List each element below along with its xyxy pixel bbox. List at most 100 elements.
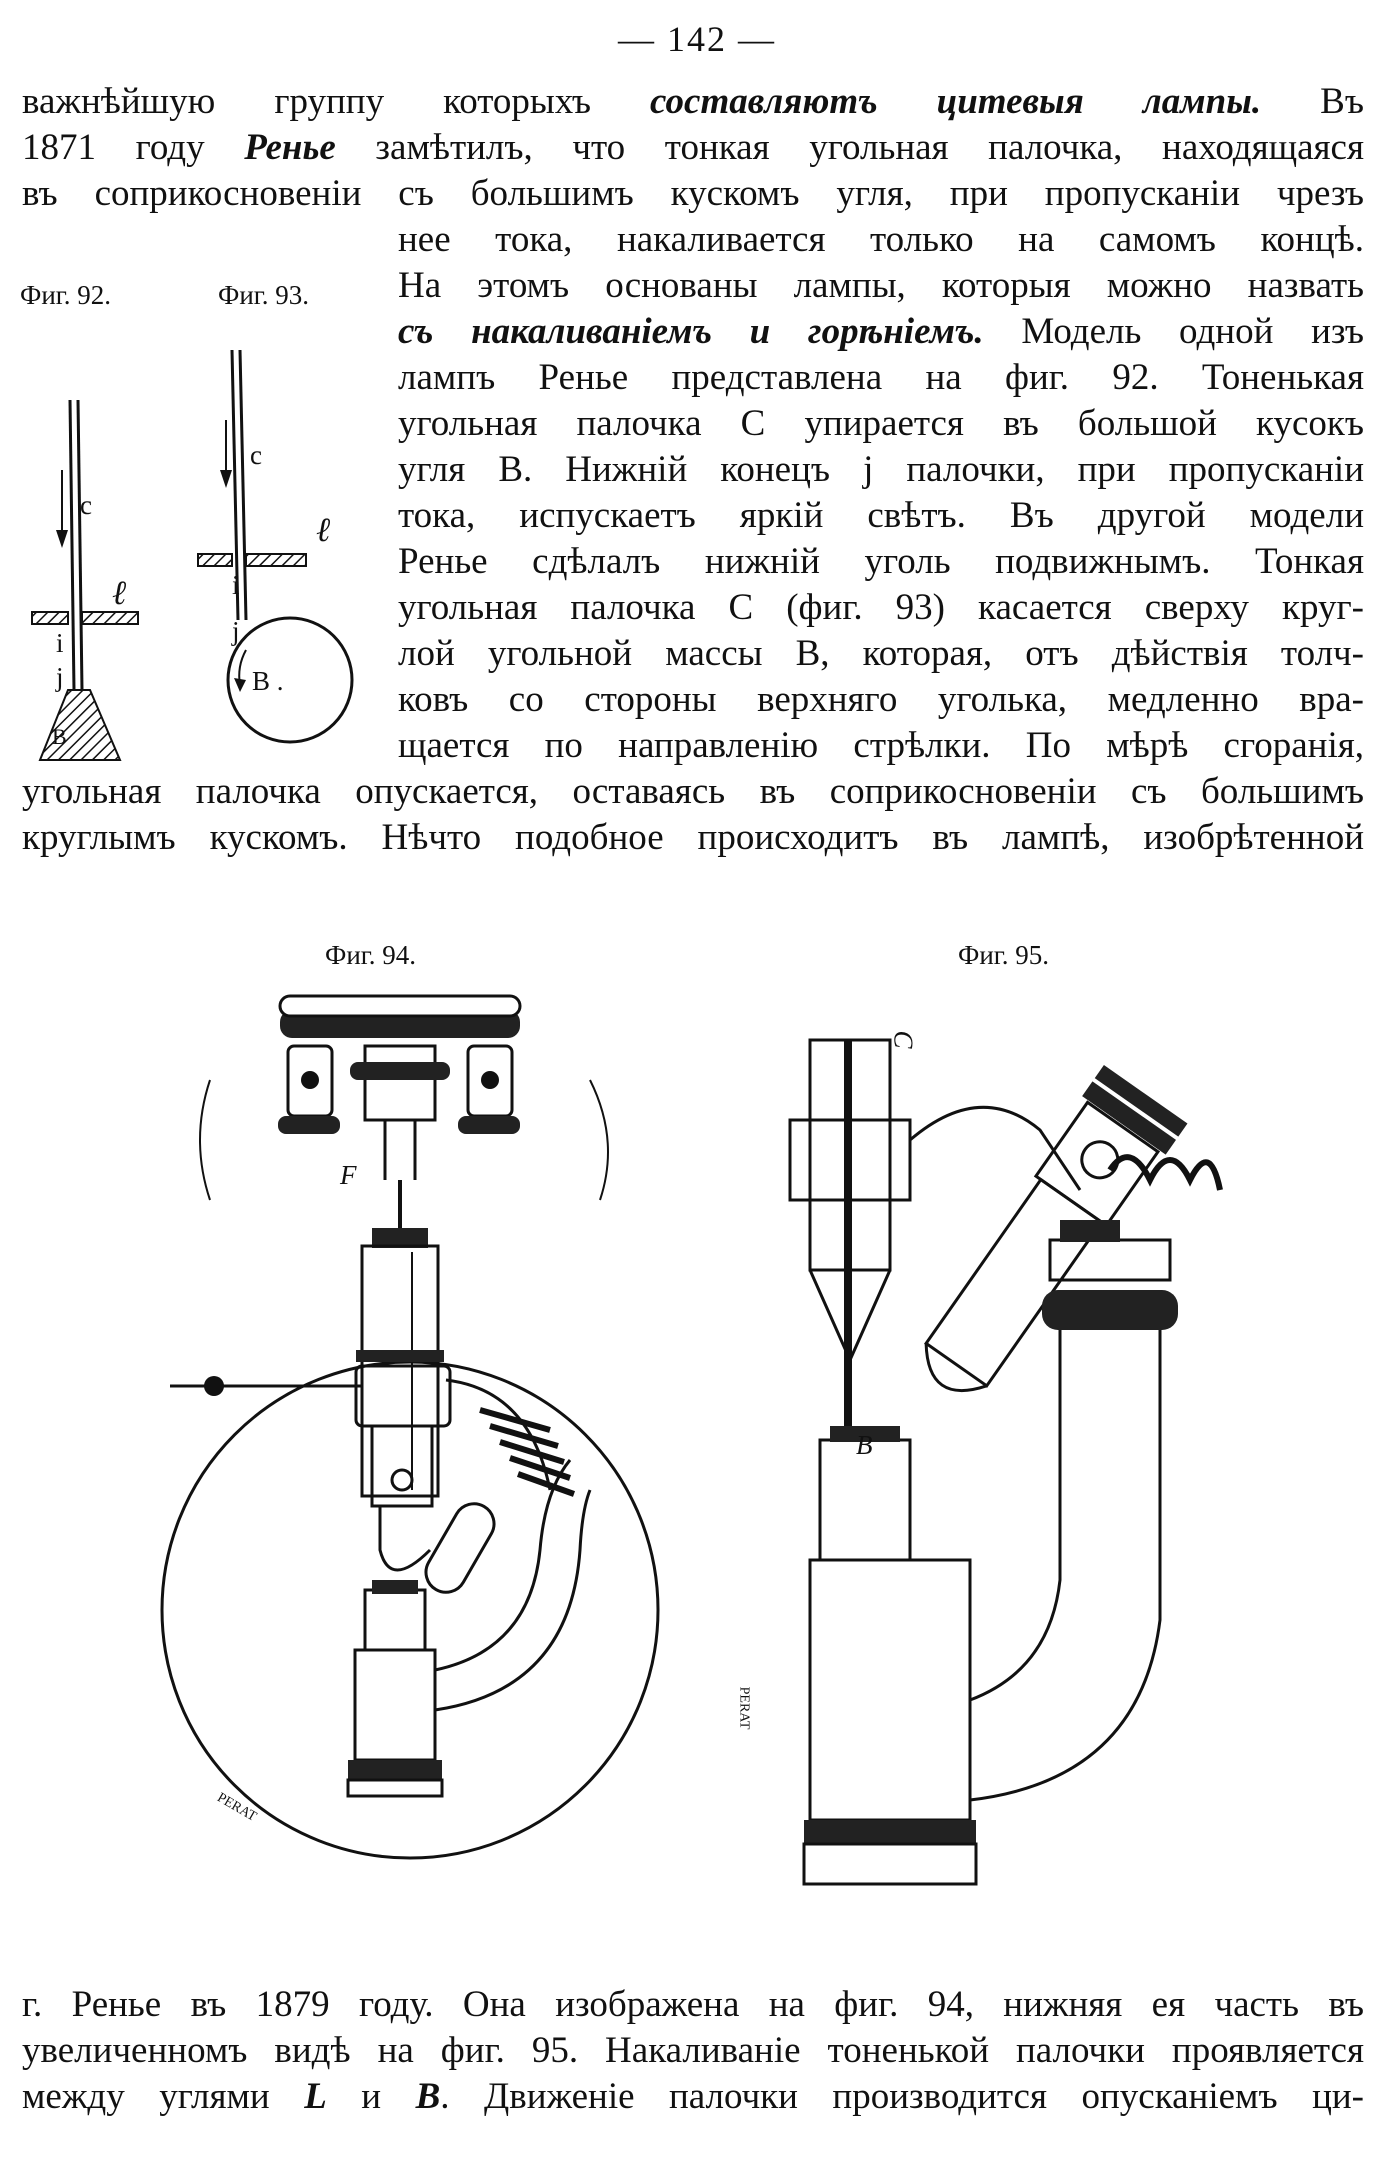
electrode-right bbox=[81, 611, 139, 625]
lower-carbon-holder bbox=[924, 1177, 1104, 1388]
text-line: лампъ Ренье представлена на фиг. 92. Тон… bbox=[398, 357, 1364, 398]
rod-tip bbox=[378, 1506, 432, 1572]
text-run: и bbox=[326, 2076, 416, 2117]
lower-holder bbox=[370, 1424, 434, 1508]
holder-screw bbox=[390, 1468, 414, 1492]
pipe-bend-outer bbox=[434, 1489, 592, 1712]
fig95-label-c: C bbox=[888, 1030, 919, 1049]
fig95-engraver: PERAT bbox=[736, 1686, 752, 1730]
fig95-caption: Фиг. 95. bbox=[958, 940, 1050, 970]
emphasis-text: B bbox=[415, 2076, 441, 2117]
base-ring-2 bbox=[346, 1778, 444, 1798]
text-run: замѣтилъ, что тонкая угольная палочка, н… bbox=[335, 127, 1364, 168]
text-line: На этомъ основаны лампы, которыя можно н… bbox=[398, 265, 1364, 306]
fig93-drawing bbox=[197, 349, 354, 744]
base-ring-1 bbox=[348, 1760, 442, 1780]
fig95-label-l: L bbox=[864, 1390, 881, 1420]
rotation-arrow-head bbox=[234, 678, 246, 692]
pipe-outer bbox=[969, 1330, 1162, 1802]
globe-top-left bbox=[199, 1079, 211, 1201]
lower-socket-cap bbox=[830, 1426, 900, 1442]
text-line: г. Ренье въ 1879 году. Она изображена на… bbox=[22, 1984, 1364, 2025]
text-line: нее тока, накаливается только на самомъ … bbox=[398, 219, 1364, 260]
text-run: Въ bbox=[1261, 81, 1364, 122]
electrode-left bbox=[31, 611, 69, 625]
tube-cap bbox=[372, 1228, 428, 1248]
fig94-drawing bbox=[160, 994, 660, 1860]
text-run: между углями bbox=[22, 2076, 305, 2117]
text-line: съ накаливаніемъ и горѣніемъ. Модель одн… bbox=[398, 310, 1364, 354]
holder-ring-1 bbox=[1082, 1081, 1177, 1155]
fig93-label-i: i bbox=[232, 570, 240, 600]
tube-collar bbox=[356, 1350, 444, 1362]
top-plate-rim bbox=[278, 994, 522, 1018]
text-line: 1871 году Ренье замѣтилъ, что тонкая уго… bbox=[22, 126, 1364, 170]
base-column bbox=[808, 1558, 972, 1822]
fig93-label-b: B . bbox=[252, 666, 284, 696]
text-line: угля B. Нижній конецъ j палочки, при про… bbox=[398, 449, 1364, 490]
left-screw bbox=[301, 1071, 319, 1089]
center-ring bbox=[350, 1062, 450, 1080]
text-line: Ренье сдѣлалъ нижній уголь подвижнымъ. Т… bbox=[398, 541, 1364, 582]
text-line: угольная палочка опускается, оставаясь в… bbox=[22, 771, 1364, 812]
text-line: между углями L и B. Движеніе палочки про… bbox=[22, 2075, 1364, 2119]
base-ring-2 bbox=[802, 1842, 978, 1886]
fig93-label-l: ℓ bbox=[316, 512, 331, 549]
left-nut bbox=[278, 1116, 340, 1134]
fig92-caption: Фиг. 92. bbox=[20, 280, 112, 310]
emphasis-text: Ренье bbox=[244, 127, 336, 168]
text-line: ковъ со стороны верхняго уголька, медлен… bbox=[398, 679, 1364, 720]
electrode-right bbox=[245, 553, 307, 567]
fig92-label-l: ℓ bbox=[112, 575, 127, 612]
fig92-label-j: j bbox=[56, 662, 64, 692]
text-line: круглымъ кускомъ. Нѣчто подобное происхо… bbox=[22, 817, 1364, 858]
arm-knob bbox=[204, 1376, 224, 1396]
text-line: тока, испускаетъ яркій свѣтъ. Въ другой … bbox=[398, 495, 1364, 536]
fig95-label-b: B bbox=[856, 1430, 873, 1460]
pipe-inner bbox=[969, 1330, 1062, 1702]
text-line: щается по направленію стрѣлки. По мѣрѣ с… bbox=[398, 725, 1364, 766]
fig93-label-c: c bbox=[250, 440, 262, 470]
right-nut bbox=[458, 1116, 520, 1134]
text-line: важнѣйшую группу которыхъ составляютъ ци… bbox=[22, 80, 1364, 124]
arrow-head bbox=[220, 470, 232, 488]
fig94-label-f: F bbox=[340, 1160, 357, 1190]
text-run: важнѣйшую группу которыхъ bbox=[22, 81, 651, 122]
glass-globe bbox=[160, 1360, 660, 1860]
text-run: 1871 году bbox=[22, 127, 245, 168]
emphasis-text: съ накаливаніемъ и горѣніемъ. bbox=[398, 311, 984, 352]
fig94-caption: Фиг. 94. bbox=[325, 940, 417, 970]
pipe-cap-nut bbox=[1060, 1220, 1120, 1242]
text-run: Модель одной изъ bbox=[983, 311, 1365, 352]
text-line: угольная палочка C (фиг. 93) касается св… bbox=[398, 587, 1364, 628]
fig92-drawing bbox=[31, 399, 139, 761]
carbon-l-tip bbox=[924, 1343, 988, 1392]
arrow-head bbox=[56, 530, 68, 548]
carbon-rod-c-edge bbox=[76, 399, 84, 691]
carbon-rod-c bbox=[68, 399, 76, 691]
lower-socket-cap bbox=[372, 1580, 418, 1594]
pipe-collar bbox=[1042, 1290, 1178, 1330]
center-socket bbox=[363, 1044, 437, 1122]
electrode-left bbox=[197, 553, 233, 567]
base-column bbox=[353, 1648, 437, 1762]
text-line: увеличенномъ видѣ на фиг. 95. Накаливані… bbox=[22, 2030, 1364, 2071]
right-screw bbox=[481, 1071, 499, 1089]
globe-top-right bbox=[589, 1079, 609, 1201]
fig93-caption: Фиг. 93. bbox=[218, 280, 310, 310]
carbon-disc-b bbox=[226, 616, 354, 744]
holder-screw bbox=[1080, 1140, 1120, 1180]
page-number: — 142 — bbox=[618, 19, 776, 59]
fig92-label-b: B bbox=[52, 724, 67, 749]
pipe-top bbox=[909, 1105, 1082, 1191]
base-ring-1 bbox=[804, 1820, 976, 1844]
pipe-bend bbox=[434, 1459, 572, 1672]
spring-coil bbox=[1107, 1154, 1223, 1191]
spring-coil bbox=[479, 1407, 576, 1497]
carbon-rod-c bbox=[230, 349, 240, 621]
text-line: въ соприкосновеніи съ большимъ кускомъ у… bbox=[22, 173, 1364, 214]
fig92-label-i: i bbox=[56, 628, 64, 658]
guide-tube bbox=[360, 1244, 440, 1498]
carbon-rod-c-edge bbox=[238, 349, 248, 621]
text-line: угольная палочка C упирается въ большой … bbox=[398, 403, 1364, 444]
